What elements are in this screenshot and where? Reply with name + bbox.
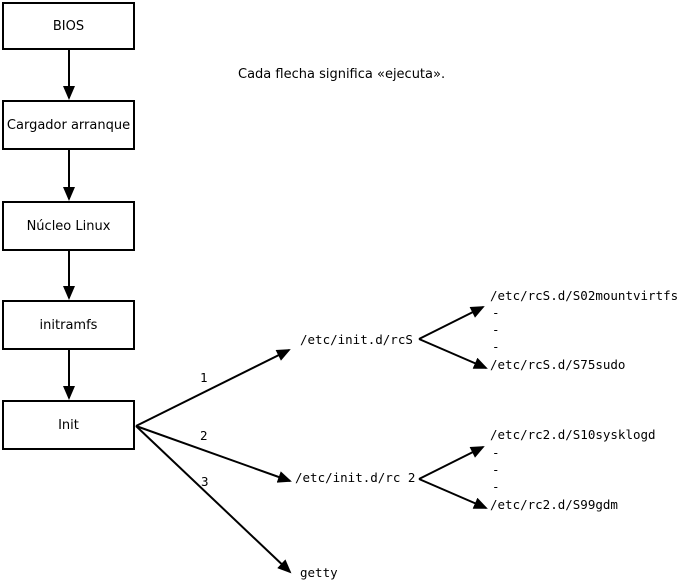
rc2d-ellipsis-dash: - — [492, 445, 500, 460]
branch-number-3: 3 — [201, 474, 209, 489]
rcsd-ellipsis-dash: - — [492, 322, 500, 337]
target-init-d-rcs: /etc/init.d/rcS — [300, 332, 413, 347]
legend-note: Cada flecha significa «ejecuta». — [238, 67, 446, 82]
arrow-rc2-to-first — [418, 446, 485, 480]
arrow-rc2-to-last — [418, 478, 488, 509]
rc2d-ellipsis-dash: - — [492, 462, 500, 477]
target-init-d-rc2: /etc/init.d/rc 2 — [295, 470, 416, 485]
branch-number-2: 2 — [200, 428, 208, 443]
box-bios: BIOS — [2, 2, 135, 50]
box-init: Init — [2, 400, 135, 450]
rcsd-ellipsis-dash: - — [492, 339, 500, 354]
box-initramfs-label: initramfs — [39, 317, 98, 333]
rcsd-script-last: /etc/rcS.d/S75sudo — [490, 357, 626, 372]
rc2d-script-last: /etc/rc2.d/S99gdm — [490, 497, 618, 512]
rc2d-script-first: /etc/rc2.d/S10sysklogd — [490, 427, 656, 442]
arrow-init-to-rc2 — [135, 425, 292, 483]
target-getty: getty — [300, 565, 338, 580]
branch-number-1: 1 — [200, 370, 208, 385]
arrow-rcs-to-last — [418, 338, 488, 369]
box-init-label: Init — [58, 417, 79, 433]
box-cargador-arranque-label: Cargador arranque — [6, 117, 131, 133]
arrow-init-to-rcs — [135, 349, 291, 427]
box-nucleo-linux-label: Núcleo Linux — [26, 218, 111, 234]
arrow-init-to-getty — [135, 425, 292, 574]
box-initramfs: initramfs — [2, 300, 135, 350]
rcsd-ellipsis-dash: - — [492, 305, 500, 320]
box-bios-label: BIOS — [52, 18, 85, 34]
rcsd-script-first: /etc/rcS.d/S02mountvirtfs — [490, 288, 679, 303]
arrow-rcs-to-first — [418, 306, 485, 340]
box-nucleo-linux: Núcleo Linux — [2, 201, 135, 251]
rc2d-ellipsis-dash: - — [492, 479, 500, 494]
box-cargador-arranque: Cargador arranque — [2, 100, 135, 150]
